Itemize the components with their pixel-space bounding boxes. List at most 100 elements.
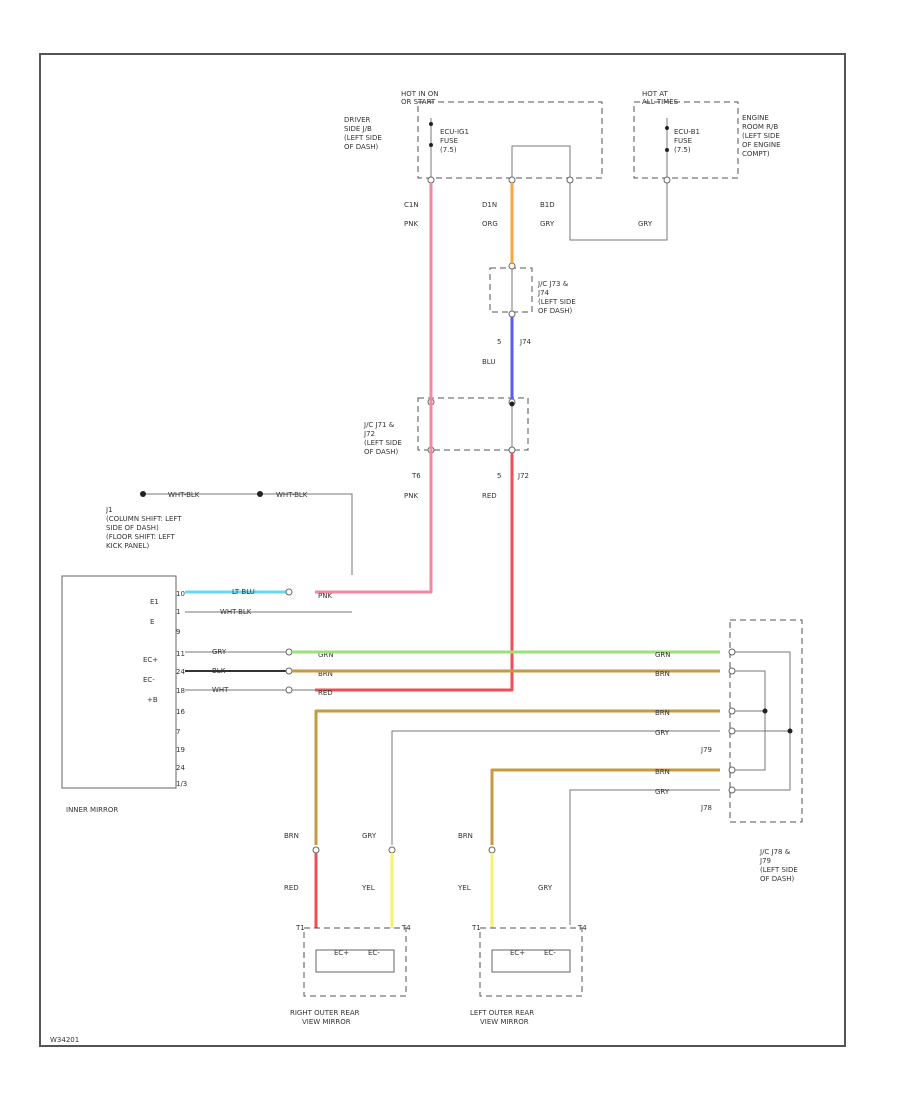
fuse-right-node-2 xyxy=(665,148,669,152)
lm-wire-bot-2: GRY xyxy=(538,884,553,892)
terminal-im-4 xyxy=(285,686,293,694)
right-mirror-heater xyxy=(315,949,395,973)
fuse-block-right-loc-1: ENGINE xyxy=(742,114,769,122)
rj-splice-1 xyxy=(762,708,768,714)
im-sig-b: +B xyxy=(147,696,158,704)
wire-pnk xyxy=(315,183,433,594)
wire-brn-3 xyxy=(490,768,720,845)
inner-mirror-loc-5: KICK PANEL) xyxy=(106,542,149,550)
im-pin-3: 9 xyxy=(176,628,180,636)
rm-wire-top-1: BRN xyxy=(284,832,299,840)
j71-left-pin: T6 xyxy=(411,472,421,480)
rs-2: BRN xyxy=(655,670,670,678)
im-right-red: RED xyxy=(318,689,333,697)
im-sig-e: E xyxy=(150,618,154,626)
j71-right-name: J72 xyxy=(517,472,529,480)
rj-splice-2 xyxy=(787,728,793,734)
junction-j78 xyxy=(729,619,803,823)
rm-ec-p: EC+ xyxy=(334,949,349,957)
ground-wire xyxy=(143,493,353,575)
im-right-pnk: PNK xyxy=(318,592,332,600)
im-pin-5: 24 xyxy=(176,668,185,676)
fuse-left-name: ECU-IG1 xyxy=(440,128,469,136)
im-pin-6: 18 xyxy=(176,687,185,695)
fuse-block-left-loc-1: DRIVER xyxy=(344,116,371,124)
left-mirror-heater xyxy=(491,949,571,973)
lm-pin-1: T1 xyxy=(471,924,481,932)
terminal-c1 xyxy=(427,176,435,184)
inner-mirror-loc-3: SIDE OF DASH) xyxy=(106,524,159,532)
rs-6: GRY xyxy=(655,788,670,796)
im-right-grn: GRN xyxy=(318,651,334,659)
wire-b1-color-2: GRY xyxy=(638,220,653,228)
rs-1: GRN xyxy=(655,651,671,659)
fuse-block-left-loc-4: OF DASH) xyxy=(344,143,379,151)
rm-ec-m: EC- xyxy=(368,949,380,957)
wire-b1-color: GRY xyxy=(540,220,555,228)
terminal-rj-3 xyxy=(728,707,736,715)
terminal-rm-1 xyxy=(312,846,320,854)
rj-bus-gry xyxy=(735,651,791,791)
inner-mirror-name: INNER MIRROR xyxy=(66,806,118,814)
rm-wire-bot-1: RED xyxy=(284,884,299,892)
im-pin-8: 7 xyxy=(176,728,180,736)
fuse-block-left-loc-3: (LEFT SIDE xyxy=(344,134,382,142)
im-wire-blk: BLK xyxy=(212,667,226,675)
fuse-block-left-loc-2: SIDE J/B xyxy=(344,125,372,133)
fuse-right-fuse: FUSE xyxy=(674,137,692,145)
wire-gry-2 xyxy=(391,730,720,845)
j71-left-color: PNK xyxy=(404,492,418,500)
fuse-block-right-loc-4: OF ENGINE xyxy=(742,141,781,149)
terminal-im-1 xyxy=(285,588,293,596)
im-sig-ecp: EC+ xyxy=(143,656,158,664)
ground-node-1 xyxy=(140,491,146,497)
diagram-id: W34201 xyxy=(50,1036,79,1044)
junction-j74-2: J74 xyxy=(537,289,550,297)
rm-wire-bot-2: YEL xyxy=(361,884,375,892)
terminal-im-3 xyxy=(285,667,293,675)
terminal-j74-bottom xyxy=(508,310,516,318)
wire-red xyxy=(315,453,514,692)
terminal-rj-1 xyxy=(728,648,736,656)
fuse-right-name: ECU-B1 xyxy=(674,128,700,136)
junction-j71 xyxy=(417,397,529,451)
im-pin-11: 1/3 xyxy=(176,780,187,788)
j71-right-color: RED xyxy=(482,492,497,500)
im-wire-gry: GRY xyxy=(212,648,227,656)
im-pin-4: 11 xyxy=(176,650,185,658)
terminal-d1 xyxy=(508,176,516,184)
im-wire-wht: WHT xyxy=(212,686,229,694)
inner-mirror-loc-4: (FLOOR SHIFT: LEFT xyxy=(106,533,176,541)
im-pin-9: 19 xyxy=(176,746,185,754)
inner-mirror-box xyxy=(61,575,177,789)
fuse-block-right-title-2: ALL TIMES xyxy=(642,98,679,106)
im-sig-ecm: EC- xyxy=(143,676,155,684)
im-wire-ltblu: LT BLU xyxy=(232,588,255,596)
terminal-lm-1 xyxy=(488,846,496,854)
right-junction-3: (LEFT SIDE xyxy=(760,866,798,874)
right-mirror-box xyxy=(303,927,407,997)
terminal-fuse-right xyxy=(663,176,671,184)
right-mirror-name-1: RIGHT OUTER REAR xyxy=(290,1009,360,1017)
junction-j74-3: (LEFT SIDE xyxy=(538,298,576,306)
junction-j71-4: OF DASH) xyxy=(364,448,399,456)
lm-ec-p: EC+ xyxy=(510,949,525,957)
fuse-left-node-1 xyxy=(429,122,433,126)
rs-4: GRY xyxy=(655,729,670,737)
terminal-rj-4 xyxy=(728,727,736,735)
left-mirror-box xyxy=(479,927,583,997)
wire-c1: C1N xyxy=(404,201,419,209)
junction-j71-1: J/C J71 & xyxy=(363,421,395,429)
fuse-block-right-title-1: HOT AT xyxy=(642,90,669,98)
ground-node-2 xyxy=(257,491,263,497)
junction-j71-3: (LEFT SIDE xyxy=(364,439,402,447)
ground-label-2: WHT-BLK xyxy=(276,491,308,499)
fuse-block-left-title-1: HOT IN ON xyxy=(401,90,439,98)
jumper-top xyxy=(511,145,571,178)
lm-pin-2: T4 xyxy=(577,924,587,932)
wire-c1-color: PNK xyxy=(404,220,418,228)
terminal-b1 xyxy=(566,176,574,184)
junction-j74-1: J/C J73 & xyxy=(537,280,569,288)
right-mirror-name-2: VIEW MIRROR xyxy=(302,1018,351,1026)
im-pin-7: 16 xyxy=(176,708,185,716)
